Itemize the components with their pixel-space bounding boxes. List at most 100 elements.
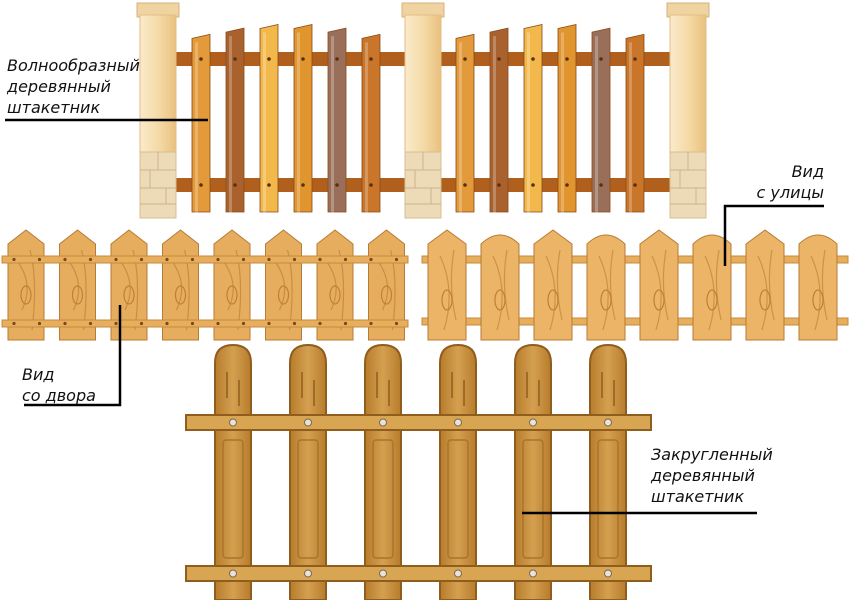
rounded-picket bbox=[289, 343, 327, 600]
rounded-picket bbox=[214, 343, 252, 600]
rail-bolt bbox=[454, 569, 462, 578]
street-label-pointer-line bbox=[723, 204, 824, 266]
rail-nail bbox=[369, 321, 373, 326]
rail-nail bbox=[267, 321, 271, 326]
street-fence-top-rail bbox=[421, 255, 849, 264]
rail-nail bbox=[139, 321, 144, 326]
wavy-picket bbox=[225, 27, 245, 233]
wavy-picket bbox=[259, 23, 279, 229]
yard-label-pointer-line bbox=[24, 305, 122, 407]
rounded-picket bbox=[589, 343, 627, 600]
wavy-picket bbox=[327, 27, 347, 233]
rail-nail bbox=[63, 257, 67, 262]
wavy-label-line-3: штакетник bbox=[7, 98, 101, 117]
street-picket bbox=[692, 234, 732, 341]
rail-bolt bbox=[304, 569, 312, 578]
rail-nail bbox=[88, 257, 93, 262]
rail-nail bbox=[12, 321, 16, 326]
wavy-picket bbox=[557, 23, 577, 229]
street-picket bbox=[745, 229, 785, 341]
rail-nail bbox=[318, 321, 322, 326]
yard-side-fence bbox=[1, 229, 409, 341]
wavy-picket bbox=[361, 33, 381, 239]
wavy-label-line-1: Волнообразный bbox=[7, 56, 140, 75]
street-picket bbox=[480, 234, 520, 341]
rail-nail bbox=[267, 257, 271, 262]
wavy-picket bbox=[625, 33, 645, 239]
yard-rail-nails bbox=[12, 257, 399, 326]
wavy-label-line-2: деревянный bbox=[7, 77, 111, 96]
rail-bolt bbox=[229, 569, 237, 578]
wavy-fence-label: Волнообразный деревянный штакетник bbox=[7, 55, 140, 118]
rail-nail bbox=[114, 321, 118, 326]
rail-nail bbox=[114, 257, 118, 262]
rounded-fence bbox=[185, 343, 652, 600]
rail-nail bbox=[37, 257, 42, 262]
rail-bolt bbox=[529, 418, 537, 427]
yard-view-label: Вид со двора bbox=[22, 364, 96, 406]
yard-fence-top-rail bbox=[1, 255, 409, 264]
wavy-fence bbox=[136, 2, 710, 239]
rail-nail bbox=[139, 257, 144, 262]
wavy-pickets bbox=[191, 23, 645, 239]
rounded-fence-bottom-rail bbox=[185, 565, 652, 582]
rail-nail bbox=[37, 321, 42, 326]
rail-nail bbox=[190, 257, 195, 262]
rail-bolt bbox=[529, 569, 537, 578]
street-label-line-2: с улицы bbox=[756, 183, 825, 202]
rail-bolt bbox=[454, 418, 462, 427]
rail-nail bbox=[63, 321, 67, 326]
rail-bolt bbox=[604, 569, 612, 578]
rail-nail bbox=[292, 257, 297, 262]
rail-nail bbox=[343, 257, 348, 262]
rail-nail bbox=[343, 321, 348, 326]
rail-nail bbox=[318, 257, 322, 262]
street-picket bbox=[427, 229, 467, 341]
rail-bolt bbox=[379, 418, 387, 427]
street-picket bbox=[798, 234, 838, 341]
rail-nail bbox=[216, 321, 220, 326]
stone-pillar-middle bbox=[401, 2, 445, 219]
wavy-picket bbox=[191, 33, 211, 239]
rounded-picket bbox=[514, 343, 552, 600]
rail-nail bbox=[216, 257, 220, 262]
stone-pillar-right bbox=[666, 2, 710, 219]
stone-pillar-left bbox=[136, 2, 180, 219]
wavy-picket bbox=[591, 27, 611, 233]
rail-nail bbox=[394, 257, 399, 262]
street-picket bbox=[533, 229, 573, 341]
rail-nail bbox=[165, 321, 169, 326]
rounded-fence-top-rail bbox=[185, 414, 652, 431]
rail-bolt bbox=[604, 418, 612, 427]
rounded-picket bbox=[364, 343, 402, 600]
wavy-picket bbox=[293, 23, 313, 229]
wavy-picket bbox=[489, 27, 509, 233]
rail-nail bbox=[369, 257, 373, 262]
rounded-label-line-2: деревянный bbox=[651, 466, 755, 485]
rounded-rail-bolts bbox=[229, 418, 612, 578]
wavy-picket bbox=[455, 33, 475, 239]
street-pickets bbox=[427, 229, 838, 341]
rail-bolt bbox=[304, 418, 312, 427]
rounded-fence-label: Закругленный деревянный штакетник bbox=[651, 444, 773, 507]
rail-nail bbox=[165, 257, 169, 262]
rail-nail bbox=[241, 321, 246, 326]
yard-label-line-1: Вид bbox=[22, 365, 55, 384]
street-side-fence bbox=[421, 229, 849, 341]
rounded-picket bbox=[439, 343, 477, 600]
yard-fence-bottom-rail bbox=[1, 319, 409, 328]
rail-nail bbox=[190, 321, 195, 326]
rail-nail bbox=[12, 257, 16, 262]
rail-nail bbox=[292, 321, 297, 326]
street-picket bbox=[639, 229, 679, 341]
rail-bolt bbox=[229, 418, 237, 427]
rounded-pickets bbox=[214, 343, 627, 600]
rounded-label-line-1: Закругленный bbox=[651, 445, 773, 464]
yard-label-line-2: со двора bbox=[22, 386, 96, 405]
rail-nail bbox=[88, 321, 93, 326]
rail-nail bbox=[394, 321, 399, 326]
rail-bolt bbox=[379, 569, 387, 578]
rounded-label-line-3: штакетник bbox=[651, 487, 745, 506]
street-fence-bottom-rail bbox=[421, 317, 849, 326]
